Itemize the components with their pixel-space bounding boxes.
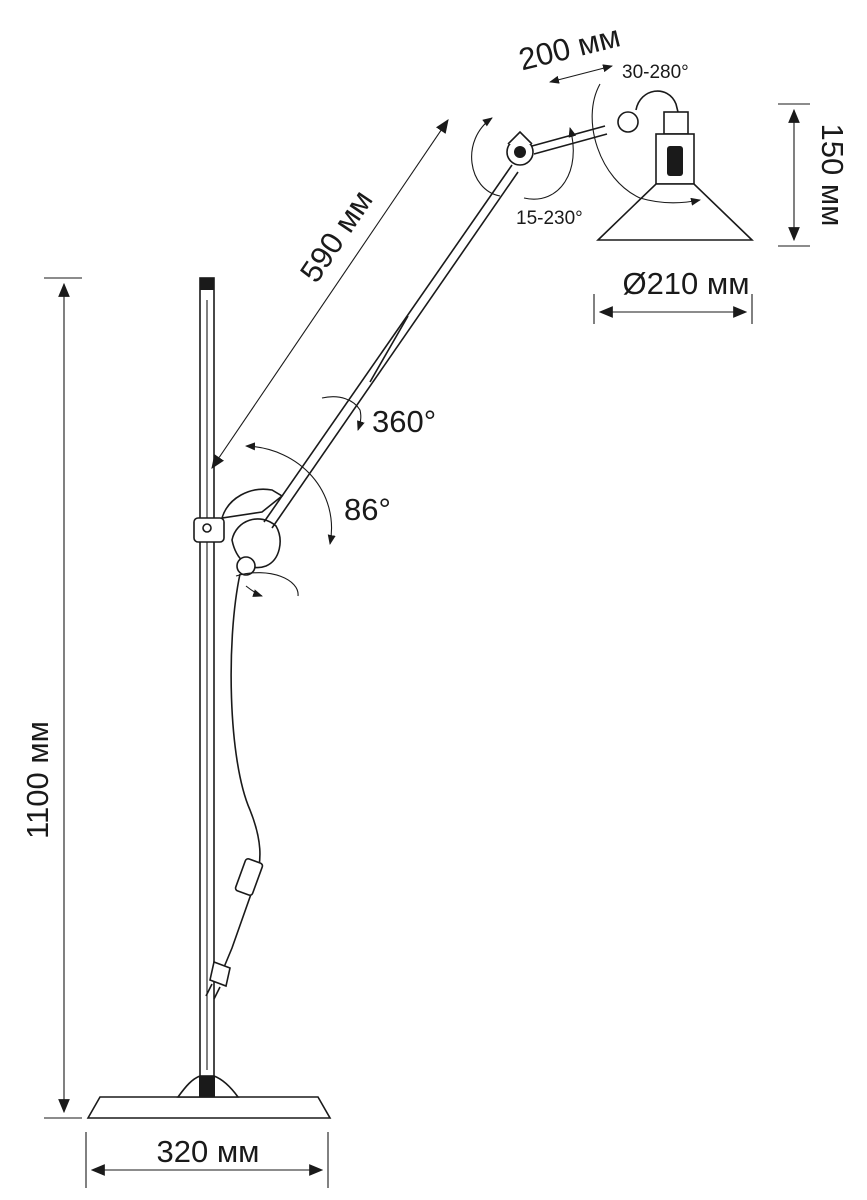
- lamp-pole: [199, 277, 215, 1077]
- label-shade-diameter: Ø210 мм: [622, 266, 749, 301]
- label-angle-elbow: 15-230°: [516, 208, 583, 229]
- head-joint: [617, 90, 681, 133]
- lamp-base: [86, 1075, 332, 1119]
- label-height: 1100 мм: [20, 721, 55, 839]
- dim-base-width: [85, 1132, 329, 1188]
- pole-clamp: [193, 517, 225, 543]
- base-joint: [220, 488, 284, 576]
- elbow-joint: [506, 130, 534, 166]
- label-upper-arm: 200 мм: [515, 18, 623, 77]
- label-base-width: 320 мм: [157, 1134, 260, 1169]
- dim-height: [44, 277, 82, 1119]
- dim-shade-diameter: [593, 294, 753, 324]
- lamp-arm: [263, 164, 519, 529]
- dimensions: [44, 64, 810, 1188]
- lamp-drawing: [86, 90, 754, 1119]
- label-angle-head: 30-280°: [622, 62, 689, 83]
- power-cable: [205, 573, 264, 1000]
- dim-arm-length: [211, 119, 449, 469]
- lamp-shade: [596, 111, 754, 241]
- label-shade-height: 150 мм: [815, 124, 850, 227]
- label-angle-360: 360°: [372, 404, 436, 439]
- rotation-indicators: [235, 83, 701, 597]
- label-angle-86: 86°: [344, 492, 391, 527]
- dim-upper-arm: [549, 64, 613, 84]
- upper-arm: [531, 125, 608, 155]
- label-arm-length: 590 мм: [293, 184, 380, 289]
- dim-shade-height: [778, 103, 810, 247]
